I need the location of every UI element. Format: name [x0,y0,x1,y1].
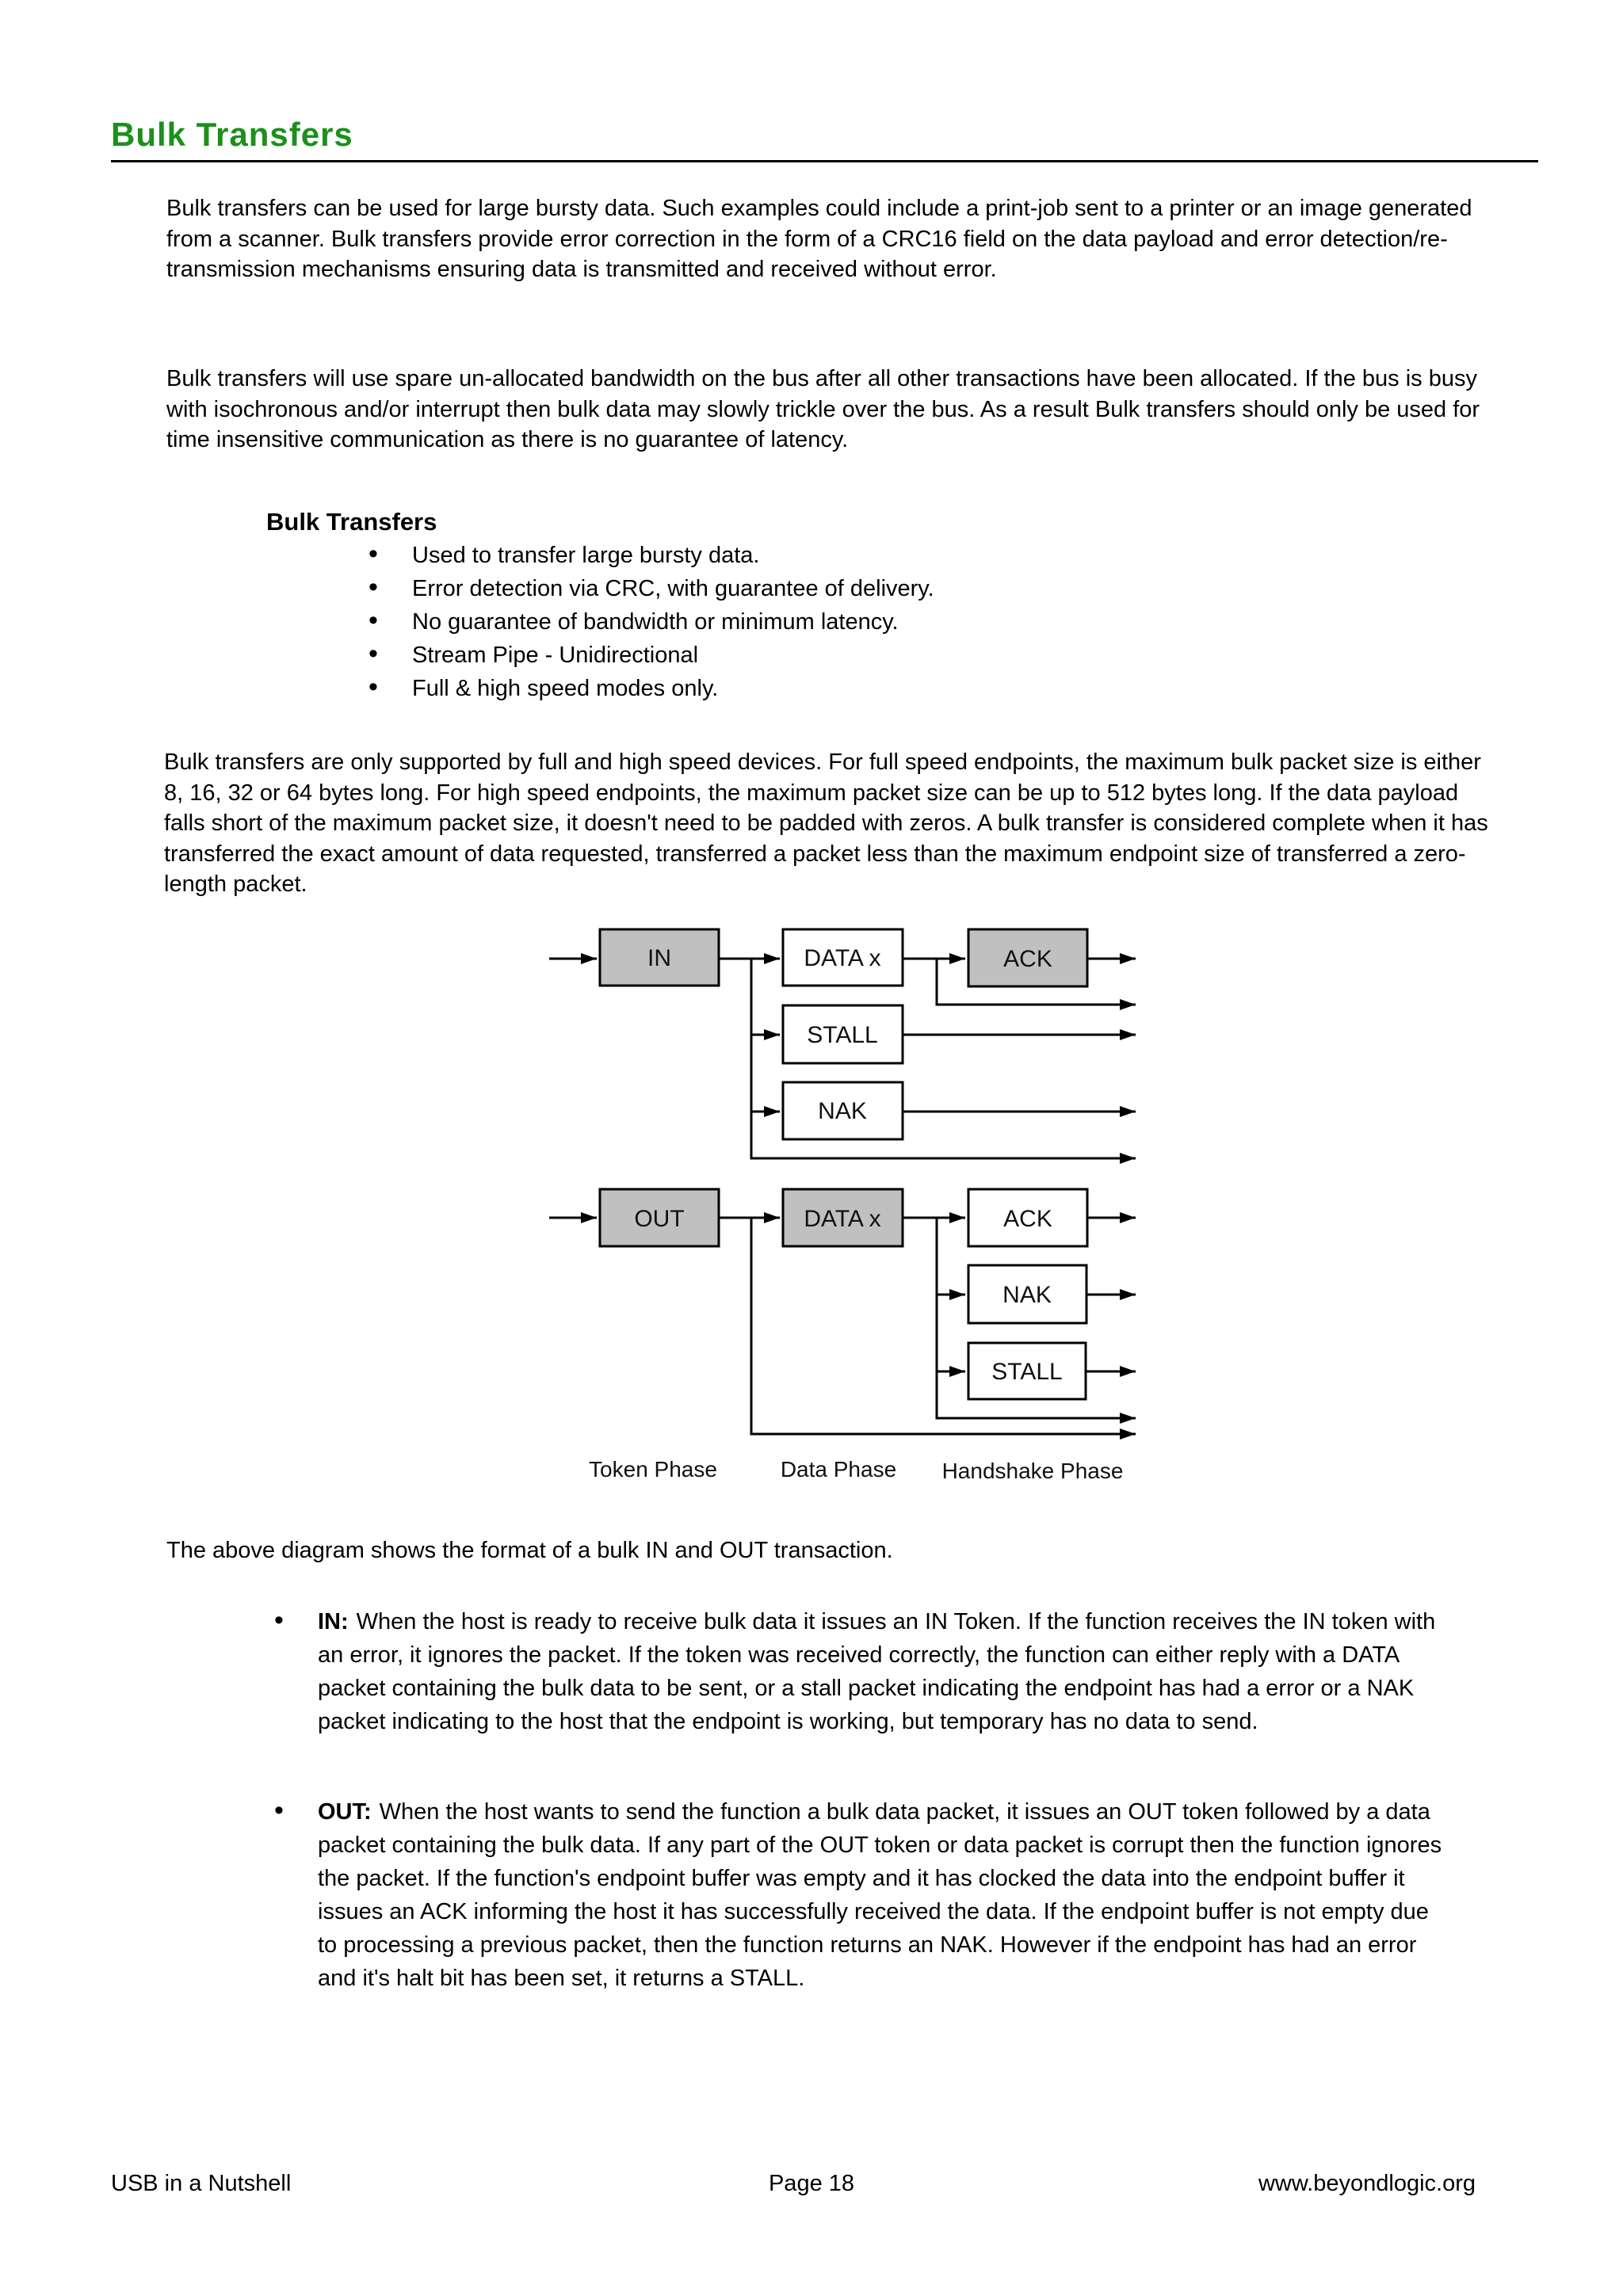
out-transaction-lines [549,1212,1136,1440]
out-stall-box [967,1341,1087,1401]
data-phase-label: Data Phase [781,1457,896,1482]
support-paragraph: Bulk transfers are only supported by ful… [164,749,1488,897]
in-stall-label: STALL [807,1022,878,1048]
in-stall-box [781,1004,904,1065]
in-data-label: DATA x [804,945,880,971]
bulk-transaction-diagram: IN DATA x ACK STALL NAK OUT DATA x ACK N… [515,911,1165,1489]
out-description: OUT:When the host wants to send the func… [274,1795,1445,1995]
list-item: Error detection via CRC, with guarantee … [369,570,1240,605]
in-ack-box [967,928,1089,988]
out-data-box [781,1188,904,1248]
list-item: No guarantee of bandwidth or minimum lat… [369,604,1240,639]
out-nak-label: NAK [1002,1282,1052,1308]
in-nak-box [781,1081,904,1141]
list-item-out-transaction: OUT:When the host wants to send the func… [274,1794,1445,1995]
footer-website-url: www.beyondlogic.org [1258,2171,1476,2196]
in-text: When the host is ready to receive bulk d… [318,1609,1436,1734]
in-data-box [781,928,904,987]
footer-page-number: Page 18 [768,2171,855,2196]
out-ack-box [967,1188,1089,1248]
section-heading: Bulk Transfers [266,508,437,536]
token-phase-label: Token Phase [589,1457,717,1482]
in-token-label: IN [647,945,671,971]
out-term: OUT: [318,1799,372,1825]
in-token-box [598,928,720,987]
list-item: Stream Pipe - Unidirectional [369,637,1240,672]
diagram-svg: IN DATA x ACK STALL NAK OUT DATA x ACK N… [549,928,1136,1483]
out-nak-box [967,1264,1088,1325]
footer-document-title: USB in a Nutshell [111,2171,292,2196]
in-transaction-lines [549,953,1136,1164]
intro-paragraph-1: Bulk transfers can be used for large bur… [166,196,1472,282]
intro-paragraph-2: Bulk transfers will use spare un-allocat… [166,366,1480,452]
in-term: IN: [318,1609,349,1634]
handshake-phase-label: Handshake Phase [942,1459,1124,1483]
out-stall-label: STALL [991,1359,1063,1385]
feature-bullet-list: Used to transfer large bursty data. Erro… [369,537,1240,705]
out-token-box [598,1188,720,1248]
in-description: IN:When the host is ready to receive bul… [274,1605,1445,1738]
out-ack-label: ACK [1003,1206,1052,1232]
list-item: Used to transfer large bursty data. [369,537,1240,572]
out-data-label: DATA x [804,1206,880,1232]
in-ack-label: ACK [1003,946,1052,972]
out-token-label: OUT [634,1206,684,1232]
diagram-caption: The above diagram shows the format of a … [166,1538,893,1563]
page-title: Bulk Transfers [111,116,353,153]
list-item: Full & high speed modes only. [369,670,1240,705]
in-nak-label: NAK [818,1098,867,1124]
title-rule [111,160,1538,162]
out-text: When the host wants to send the function… [318,1799,1442,1991]
list-item-in-transaction: IN:When the host is ready to receive bul… [274,1604,1445,1738]
